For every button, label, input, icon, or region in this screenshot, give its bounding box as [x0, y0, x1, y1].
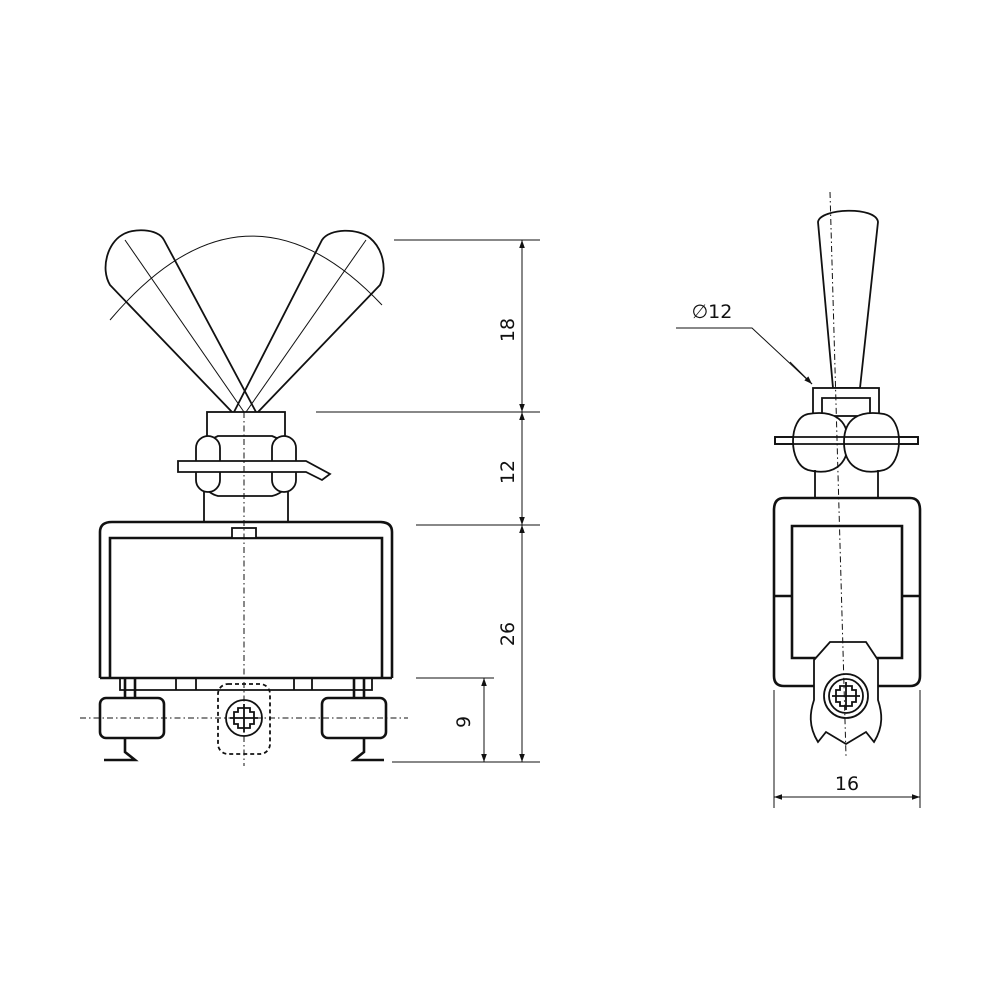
switch-body-front — [98, 520, 394, 691]
lever-left-position — [104, 229, 257, 413]
terminal-side — [809, 641, 883, 746]
lever-swing-arc — [109, 235, 383, 321]
bushing-shaft — [203, 492, 289, 522]
dimension-9: 9 — [453, 716, 475, 728]
front-view — [80, 229, 408, 766]
dimension-16: 16 — [835, 773, 859, 795]
mounting-nut — [177, 435, 332, 497]
vertical-dimensions: 18 12 26 9 — [316, 239, 540, 763]
bushing-side — [812, 387, 880, 417]
dimension-12-bushing: 12 — [497, 460, 519, 484]
nut-side-right — [843, 412, 900, 473]
nut-side-left — [792, 412, 849, 473]
switch-body-side — [772, 496, 922, 688]
side-dimensions: ∅12 16 — [676, 301, 921, 808]
lever-right-position — [233, 229, 385, 413]
lever-side — [817, 209, 879, 389]
side-view — [772, 191, 922, 757]
terminal-left — [98, 678, 166, 762]
bushing-cap — [206, 411, 286, 439]
dimension-diameter-12: ∅12 — [692, 301, 733, 323]
dimension-18: 18 — [497, 318, 519, 342]
dimension-26: 26 — [497, 622, 519, 646]
